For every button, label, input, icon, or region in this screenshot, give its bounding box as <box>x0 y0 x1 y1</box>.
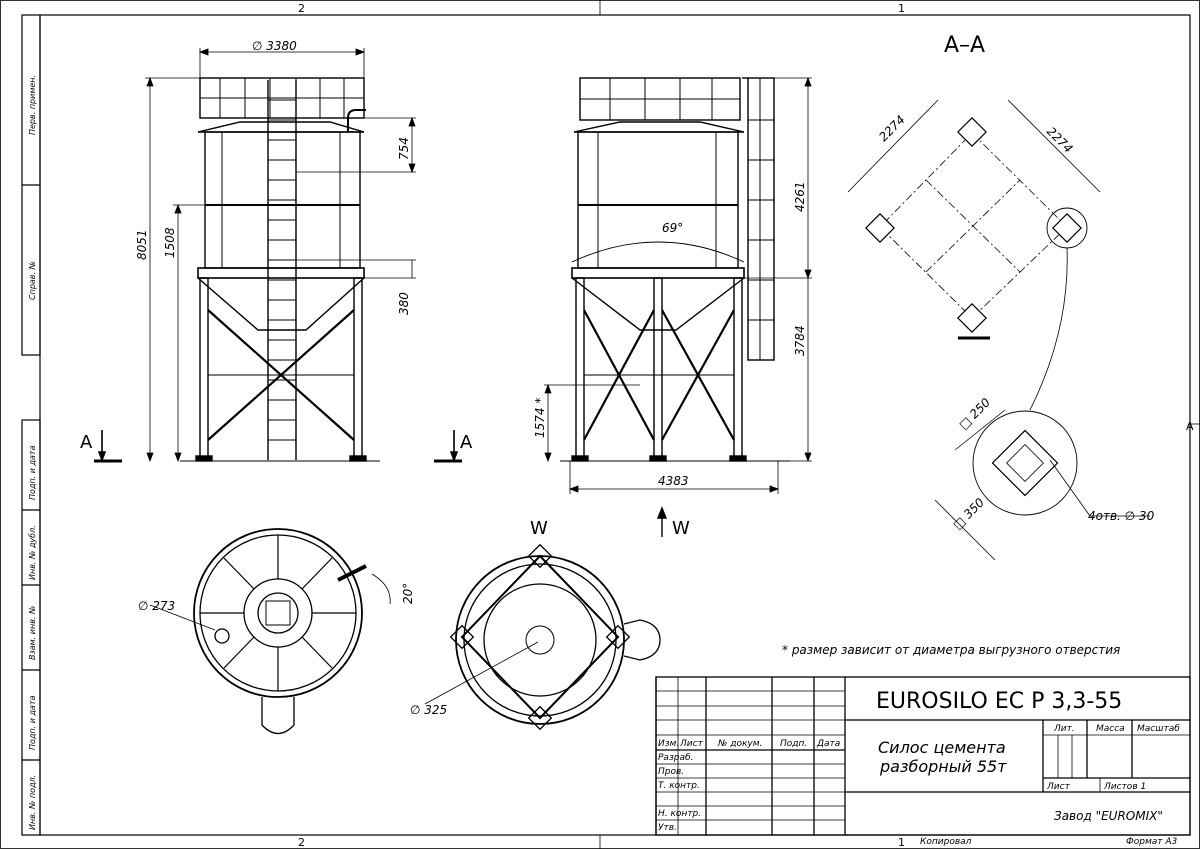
dim-side-2: 2274 <box>1044 124 1075 155</box>
view-letter: W <box>672 518 690 539</box>
side-label: Инв. № дубл. <box>28 525 37 580</box>
tb-label: Дата <box>816 739 840 749</box>
side-label: Подп. и дата <box>28 445 37 500</box>
dim-width: 4383 <box>658 474 689 488</box>
section-marker-left <box>94 430 122 463</box>
dim-base: □ 350 <box>950 495 987 532</box>
dim-upper: 4261 <box>793 181 807 212</box>
tb-label: Пров. <box>658 767 684 777</box>
tb-label: Разраб. <box>658 753 693 763</box>
zone-marker: 1 <box>898 2 905 15</box>
dimension-note: * размер зависит от диаметра выгрузного … <box>782 643 1120 657</box>
dim-side-1: 2274 <box>876 113 907 144</box>
side-label: Взам. инв. № <box>28 606 37 660</box>
top-view <box>149 528 391 735</box>
side-view <box>560 77 790 462</box>
copied-label: Копировал <box>920 837 972 847</box>
format-label: Формат А3 <box>1126 837 1178 847</box>
bottom-view <box>424 543 661 731</box>
tb-label: Подп. <box>780 739 807 749</box>
product-name: Силос цемента <box>878 738 1006 757</box>
tb-label: Лист <box>1046 782 1071 792</box>
tb-label: Листов 1 <box>1103 782 1146 792</box>
dim-lower: 3784 <box>793 325 807 356</box>
dim-holes: 4отв. ∅ 30 <box>1088 509 1155 523</box>
side-label: Перв. примен. <box>28 75 37 135</box>
title-block <box>655 676 1191 836</box>
zone-marker: 1 <box>898 836 905 849</box>
view-letter: W <box>530 518 548 539</box>
view-arrow-w <box>656 506 668 537</box>
dim-angle: 20° <box>401 583 415 604</box>
tb-label: Масса <box>1096 724 1125 734</box>
dim-cylinder: 1508 <box>163 227 177 258</box>
dim-height-total: 8051 <box>135 229 149 260</box>
tb-label: Изм. <box>658 739 679 749</box>
organization: Завод "EUROMIX" <box>1054 809 1163 823</box>
front-view <box>180 77 380 462</box>
zone-marker: A <box>1186 420 1194 433</box>
dim-outlet: ∅ 325 <box>410 703 447 717</box>
dim-angle: 69° <box>662 221 683 235</box>
tb-label: № докум. <box>717 739 762 749</box>
section-letter: A <box>460 432 473 453</box>
tb-label: Лит. <box>1053 724 1075 734</box>
zone-marker: 2 <box>298 836 305 849</box>
zone-marker: 2 <box>298 2 305 15</box>
front-view-dimensions <box>145 48 416 463</box>
dim-pipe: ∅ 273 <box>138 599 175 613</box>
section-title: A–A <box>944 33 985 58</box>
side-view-dimensions <box>544 76 812 494</box>
side-label: Справ. № <box>28 261 37 300</box>
section-letter: A <box>80 432 93 453</box>
tb-label: Т. контр. <box>658 781 700 791</box>
section-aa-view <box>847 99 1150 561</box>
dim-diameter: ∅ 3380 <box>252 39 297 53</box>
designation: EUROSILO EC P 3,3-55 <box>876 689 1122 714</box>
tb-label: Н. контр. <box>658 809 701 819</box>
product-name: разборный 55т <box>879 757 1007 776</box>
dim-top: 754 <box>397 137 411 160</box>
tb-label: Масштаб <box>1137 724 1180 734</box>
tb-label: Лист <box>679 739 704 749</box>
section-marker-right <box>434 430 462 463</box>
tb-label: Утв. <box>658 823 677 833</box>
dim-discharge: 1574 * <box>533 398 547 438</box>
side-stamp <box>21 14 41 836</box>
dim-cone: 380 <box>397 292 411 315</box>
side-label: Инв. № подл. <box>28 775 37 830</box>
side-label: Подп. и дата <box>28 695 37 750</box>
